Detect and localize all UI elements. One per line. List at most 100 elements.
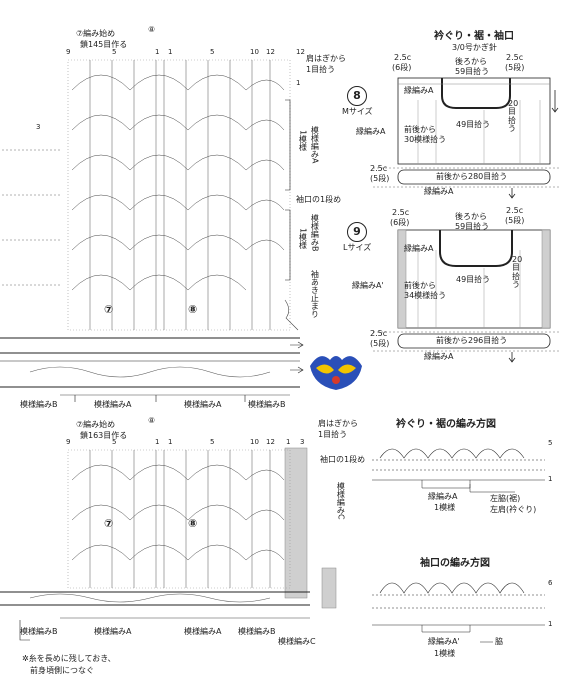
top-piece-b: ⑧ xyxy=(188,303,198,316)
top-pattern-b-unit: 1模様 xyxy=(298,228,308,250)
top-mark8: ⑧ xyxy=(148,25,156,34)
neck-method-shoulder-1: 左脇(裾) xyxy=(490,494,521,503)
cuff-method-row-top: 6 xyxy=(548,579,553,587)
l-hem-rows: (5段) xyxy=(370,339,390,348)
m-edge-a2: 縁編みA xyxy=(356,127,386,136)
l-hem-edge: 縁編みA xyxy=(424,352,454,361)
top-pickup-note-2: 1目拾う xyxy=(306,65,336,74)
top-bottom-label: 模様編みA xyxy=(94,400,132,409)
bottom-chart-fans xyxy=(71,464,285,561)
bottom-pickup-note-1: 肩はぎから xyxy=(318,419,358,428)
neck-section-hook: 3/0号かぎ針 xyxy=(452,43,497,52)
bottom-pattern-c-label: 模様編みC xyxy=(336,482,346,520)
top-chart-left-guides xyxy=(2,149,60,286)
bottom-col-number: 1 xyxy=(155,438,160,446)
bottom-sleeve-row1: 袖口の1段め xyxy=(320,455,366,464)
top-col-number: 12 xyxy=(296,48,305,56)
bottom-col-number: 1 xyxy=(286,438,291,446)
bottom-col-number: 10 xyxy=(250,438,259,446)
m-edge-a: 縁編みA xyxy=(404,86,434,95)
m-hem-rows: (5段) xyxy=(370,174,390,183)
l-right-rows: (5段) xyxy=(505,216,525,225)
bottom-col-number: 1 xyxy=(168,438,173,446)
top-sleeve-row1: 袖口の1段め xyxy=(296,195,342,204)
cuff-method-row-bottom: 1 xyxy=(548,620,553,628)
top-armhole-stop: 袖あき止まり xyxy=(310,270,320,318)
top-col-number: 12 xyxy=(266,48,275,56)
cuff-method-edge: 縁編みA' xyxy=(428,637,460,646)
l-hem-pick: 前後から296目拾う xyxy=(436,336,508,345)
m-left-rows: (6段) xyxy=(392,63,412,72)
m-front-pick-2: 30模様拾う xyxy=(404,135,447,144)
m-hem-count: 2.5c xyxy=(370,164,388,173)
neck-method-shoulder-2: 左肩(衿ぐり) xyxy=(490,505,537,514)
bottom-bottom-label: 模様編みB xyxy=(238,627,276,636)
l-side-pick: 20目拾う xyxy=(512,255,523,290)
bottom-col-number: 5 xyxy=(210,438,215,446)
top-pattern-a-label: 模様編みA xyxy=(310,126,320,164)
top-pickup-note-1: 肩はぎから xyxy=(306,54,346,63)
l-size-schematic xyxy=(373,229,560,363)
m-hem-edge: 縁編みA xyxy=(424,187,454,196)
bottom-col-number: 3 xyxy=(300,438,305,446)
top-piece-a: ⑦ xyxy=(104,303,114,316)
bottom-footnote-2: 前身頃側につなぐ xyxy=(30,666,94,675)
l-size-number: 9 xyxy=(347,222,367,242)
neck-section-title: 衿ぐり・裾・袖口 xyxy=(434,31,514,42)
neck-method-chart xyxy=(372,448,545,493)
l-size-label: Lサイズ xyxy=(343,243,372,252)
top-chart-columns xyxy=(89,60,271,330)
top-col-number: 9 xyxy=(66,48,71,56)
m-back-pick-2: 59目拾う xyxy=(455,67,490,76)
top-col-number: 1 xyxy=(155,48,160,56)
top-right-row-label: 1 xyxy=(296,79,301,87)
l-left-rows: (6段) xyxy=(390,218,410,227)
bottom-bottom-label: 模様編みA xyxy=(184,627,222,636)
bottom-piece-a: ⑦ xyxy=(104,517,114,530)
m-hem-pick: 前後から280目拾う xyxy=(436,172,508,181)
m-right-count: 2.5c xyxy=(506,53,524,62)
cuff-method-edge-note: 脇 xyxy=(495,637,503,646)
l-back-pick-1: 後ろから xyxy=(455,212,487,221)
bottom-piece-b: ⑧ xyxy=(188,517,198,530)
cuff-method-unit: 1模様 xyxy=(434,649,456,658)
bottom-chart-columns xyxy=(89,450,271,588)
top-col-number: 5 xyxy=(112,48,117,56)
m-front-pick-3: 49目拾う xyxy=(456,120,491,129)
bottom-col-number: 5 xyxy=(112,438,117,446)
l-hem-count: 2.5c xyxy=(370,329,388,338)
bottom-mark8: ⑧ xyxy=(148,416,156,425)
m-size-label: Mサイズ xyxy=(342,107,373,116)
top-col-number: 1 xyxy=(168,48,173,56)
bottom-start-note: ⑦編み始め xyxy=(76,420,116,429)
top-col-number: 5 xyxy=(210,48,215,56)
top-chart-graphic xyxy=(0,59,304,402)
l-edge-a-prime: 縁編みA' xyxy=(352,281,384,290)
top-bottom-label: 模様編みB xyxy=(20,400,58,409)
neck-method-title: 衿ぐり・裾の編み方図 xyxy=(396,419,496,430)
l-front-pick-3: 49目拾う xyxy=(456,275,491,284)
m-back-pick-1: 後ろから xyxy=(455,57,487,66)
top-bottom-label: 模様編みB xyxy=(248,400,286,409)
neck-method-row-top: 5 xyxy=(548,439,553,447)
m-size-schematic xyxy=(373,77,560,199)
m-side-pick: 20目拾う xyxy=(508,99,519,134)
bottom-footnote-1: ✲糸を長めに残しておき、 xyxy=(22,654,116,663)
l-front-pick-2: 34模様拾う xyxy=(404,291,447,300)
bottom-bottom-label: 模様編みB xyxy=(20,627,58,636)
m-front-pick-1: 前後から xyxy=(404,125,436,134)
l-left-count: 2.5c xyxy=(392,208,410,217)
bottom-col-number: 12 xyxy=(266,438,275,446)
neck-method-row-bottom: 1 xyxy=(548,475,553,483)
top-start-note: ⑦編み始め xyxy=(76,29,116,38)
m-size-number: 8 xyxy=(347,86,367,106)
top-left-row-label: 3 xyxy=(36,123,41,131)
neck-method-unit: 1模様 xyxy=(434,503,456,512)
bottom-bottom-label: 模様編みA xyxy=(94,627,132,636)
l-edge-a: 縁編みA xyxy=(404,244,434,253)
cuff-method-title: 袖口の編み方図 xyxy=(420,558,490,569)
top-chart-fans xyxy=(71,74,285,291)
m-right-rows: (5段) xyxy=(505,63,525,72)
bottom-pickup-note-2: 1目拾う xyxy=(318,430,348,439)
bottom-chart-graphic xyxy=(0,447,337,641)
